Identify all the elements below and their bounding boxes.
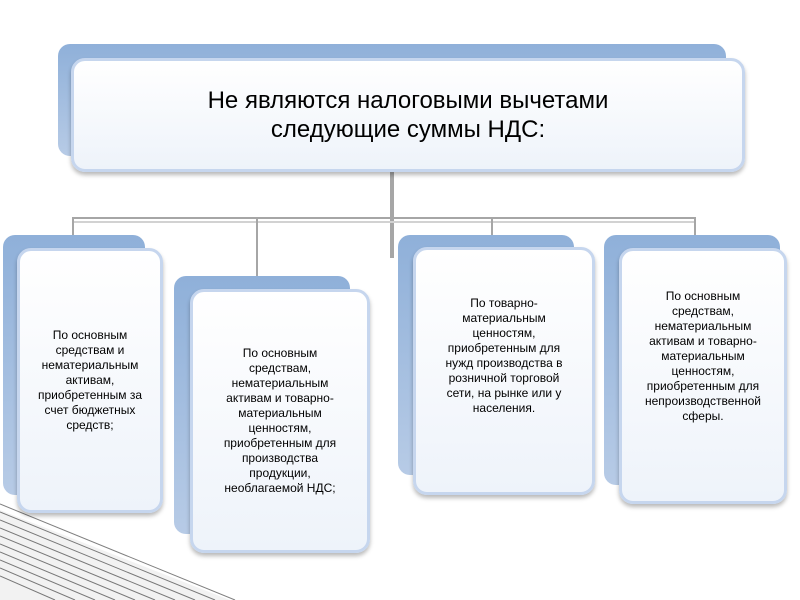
connector-trunk [390, 172, 394, 258]
deduction-box-2: По основным средствам, нематериальным ак… [190, 289, 370, 553]
connector-branch-top [72, 217, 696, 219]
deduction-box-1-text: По основным средствам и нематериальным а… [37, 328, 143, 432]
deduction-box-3: По товарно- материальным ценностям, прио… [413, 247, 595, 495]
deduction-box-4-text: По основным средствам, нематериальным ак… [644, 288, 762, 423]
corner-stripes-decoration [0, 503, 236, 600]
connector-drop-1 [72, 217, 74, 235]
title-card: Не являются налоговыми вычетами следующи… [71, 58, 745, 172]
connector-branch-shadow [72, 221, 696, 223]
deduction-box-1: По основным средствам и нематериальным а… [17, 248, 163, 513]
deduction-box-3-text: По товарно- материальным ценностям, прио… [445, 296, 563, 415]
connector-drop-2 [256, 217, 258, 277]
connector-drop-3 [491, 217, 493, 235]
deduction-box-4: По основным средствам, нематериальным ак… [619, 248, 787, 504]
connector-drop-4 [694, 217, 696, 235]
deduction-box-2-text: По основным средствам, нематериальным ак… [223, 346, 337, 495]
title-text: Не являются налоговыми вычетами следующи… [207, 87, 609, 143]
